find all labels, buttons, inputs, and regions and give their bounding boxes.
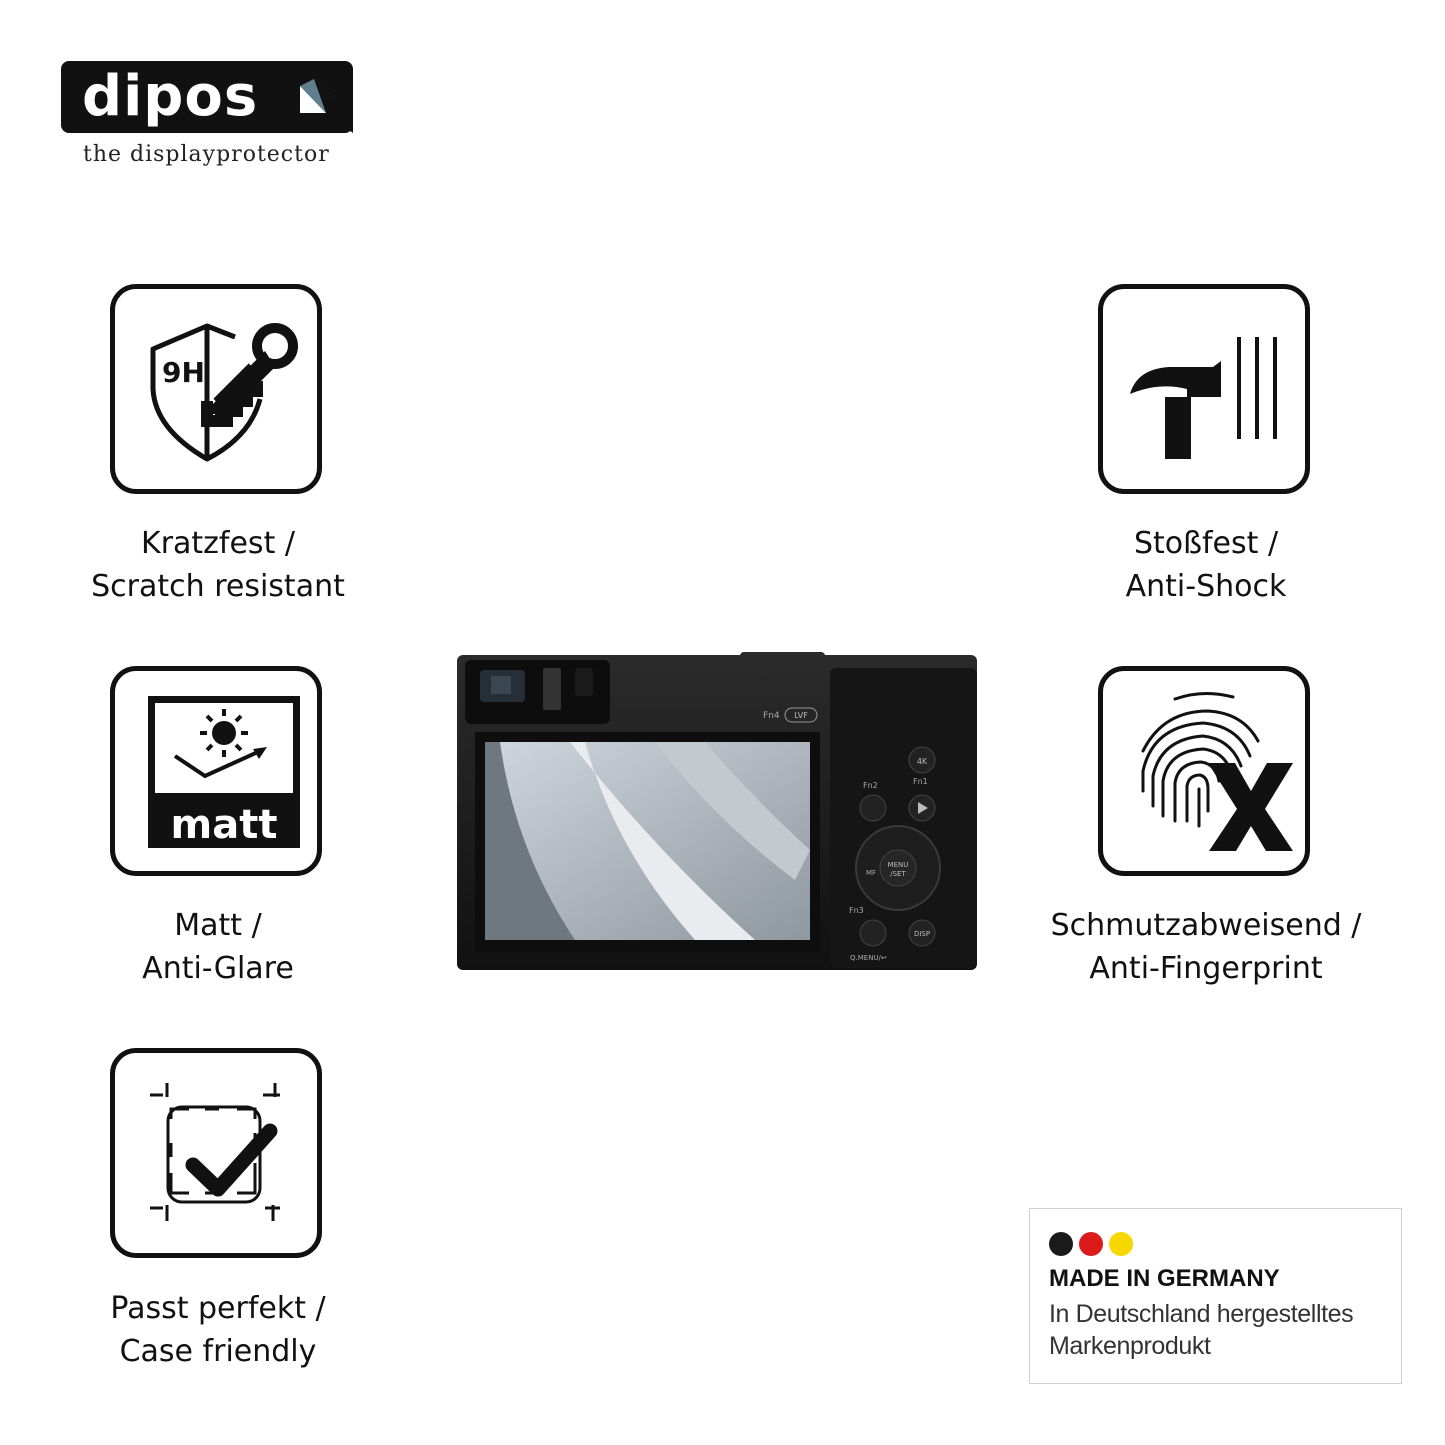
- fingerprint-x-icon: [1141, 692, 1293, 851]
- feature-matt-icon-frame: matt: [110, 666, 322, 876]
- feature-shock-icon-frame: [1098, 284, 1310, 494]
- hammer-icon: [1130, 337, 1277, 459]
- feature-scratch-icon-frame: 9H: [110, 284, 322, 494]
- feature-matt-label: Matt / Anti-Glare: [142, 908, 294, 986]
- page-curl-icon: [300, 79, 353, 133]
- svg-text:DISP: DISP: [914, 930, 930, 938]
- svg-text:/SET: /SET: [890, 870, 906, 878]
- flag-dot-black: [1049, 1232, 1073, 1256]
- svg-text:Q.MENU/↩: Q.MENU/↩: [850, 954, 887, 962]
- flag-dot-gold: [1109, 1232, 1133, 1256]
- badge-line-1: In Deutschland hergestelltes: [1049, 1300, 1354, 1328]
- feature-case-icon-frame: [110, 1048, 322, 1258]
- camera-illustration: Fn4 LVF 4K Fn2 Fn1 MENU /SET MF Fn3 DISP…: [457, 652, 977, 970]
- feature-case-label: Passt perfekt / Case friendly: [110, 1291, 326, 1369]
- svg-text:Fn3: Fn3: [849, 906, 864, 915]
- svg-text:matt: matt: [171, 802, 278, 848]
- brand-name: dipos: [82, 64, 259, 129]
- feature-scratch-label: Kratzfest / Scratch resistant: [91, 526, 345, 604]
- matt-sun-icon: matt: [148, 696, 300, 848]
- svg-text:Fn4: Fn4: [763, 711, 780, 721]
- svg-text:MENU: MENU: [888, 861, 909, 869]
- svg-text:LVF: LVF: [794, 711, 808, 720]
- svg-text:Fn1: Fn1: [913, 777, 928, 786]
- svg-text:9H: 9H: [162, 356, 205, 389]
- svg-text:4K: 4K: [917, 757, 928, 766]
- check-frame-icon: [150, 1083, 280, 1221]
- brand-tagline: the displayprotector: [83, 142, 330, 167]
- feature-fingerprint-label: Schmutzabweisend / Anti-Fingerprint: [1050, 908, 1362, 986]
- feature-shock-label: Stoßfest / Anti-Shock: [1125, 526, 1287, 604]
- badge-title: MADE IN GERMANY: [1049, 1265, 1280, 1292]
- svg-text:Fn2: Fn2: [863, 781, 878, 790]
- feature-fingerprint-icon-frame: [1098, 666, 1310, 876]
- shield-9h-key-icon: 9H: [150, 323, 298, 462]
- flag-dot-red: [1079, 1232, 1103, 1256]
- badge-line-2: Markenprodukt: [1049, 1332, 1211, 1360]
- svg-text:MF: MF: [866, 869, 876, 877]
